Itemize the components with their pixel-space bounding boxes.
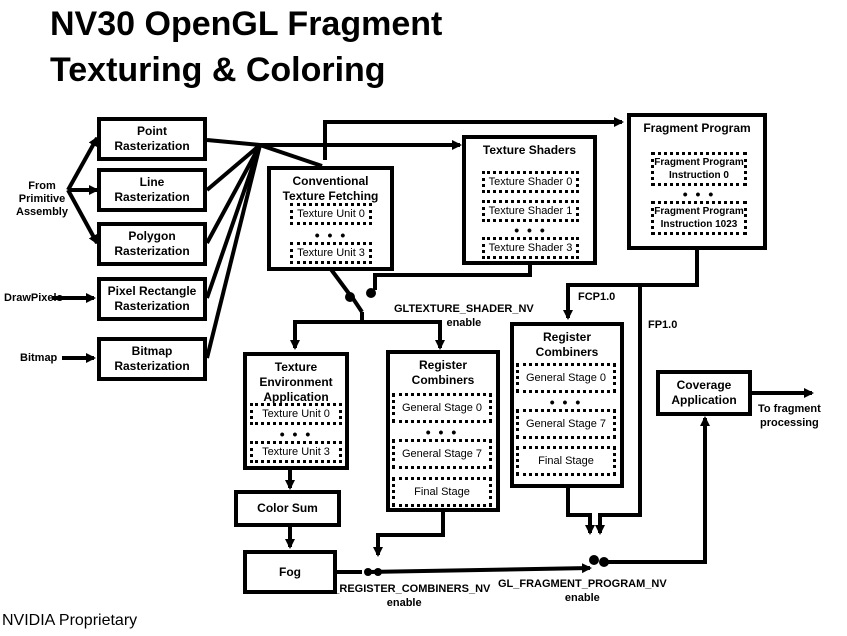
- fragment-program-enable-label: GL_FRAGMENT_PROGRAM_NV enable: [498, 578, 667, 604]
- left-general-stage-0: General Stage 0: [392, 393, 492, 423]
- right-general-stage-0: General Stage 0: [516, 363, 616, 393]
- texture-shaders-ellipsis: • • •: [514, 222, 547, 238]
- fragment-program-instruction-0: Fragment Program Instruction 0: [651, 152, 747, 186]
- conventional-texture-unit-3: Texture Unit 3: [290, 242, 372, 264]
- conventional-texture-unit-0: Texture Unit 0: [290, 203, 372, 225]
- right-general-stage-7: General Stage 7: [516, 409, 616, 439]
- to-fragment-processing-label: To fragment processing: [758, 403, 821, 429]
- texture-env-ellipsis: • • •: [279, 426, 313, 442]
- polygon-rasterization-box: Polygon Rasterization: [97, 222, 207, 266]
- bitmap-rasterization-box: Bitmap Rasterization: [97, 337, 207, 381]
- line-rasterization-box: Line Rasterization: [97, 168, 207, 212]
- texture-shader-0: Texture Shader 0: [482, 171, 579, 193]
- pixel-rectangle-rasterization-box: Pixel Rectangle Rasterization: [97, 277, 207, 321]
- fragment-program-ellipsis: • • •: [682, 186, 716, 202]
- bitmap-label: Bitmap: [20, 352, 58, 364]
- texture-shader-1: Texture Shader 1: [482, 200, 579, 222]
- texture-env-unit-3: Texture Unit 3: [250, 441, 342, 463]
- conventional-ellipsis: • • •: [314, 227, 348, 243]
- title-line-1: NV30 OpenGL Fragment: [50, 5, 443, 43]
- register-combiners-enable-label: GL_REGISTER_COMBINERS_NV enable: [318, 583, 491, 609]
- right-final-stage: Final Stage: [516, 446, 616, 476]
- conventional-title: Conventional Texture Fetching: [282, 174, 379, 203]
- left-final-stage: Final Stage: [392, 477, 492, 507]
- fragment-program-title: Fragment Program: [643, 121, 751, 135]
- fragment-program-instruction-1023: Fragment Program Instruction 1023: [651, 201, 747, 235]
- texture-env-unit-0: Texture Unit 0: [250, 403, 342, 425]
- color-sum-box: Color Sum: [234, 490, 341, 527]
- texture-environment-title: Texture Environment Application: [259, 360, 333, 404]
- title-line-2: Texturing & Coloring: [50, 51, 386, 89]
- coverage-application-box: Coverage Application: [656, 370, 752, 416]
- fog-box: Fog: [243, 550, 337, 594]
- fp-path-label: FP1.0: [648, 319, 678, 331]
- from-primitive-label: From Primitive Assembly: [16, 180, 68, 218]
- fcp-path-label: FCP1.0: [578, 291, 616, 303]
- register-combiners-left-title: Register Combiners: [411, 358, 475, 387]
- point-rasterization-box: Point Rasterization: [97, 117, 207, 161]
- texture-shader-enable-label: GLTEXTURE_SHADER_NV enable: [394, 303, 534, 329]
- footer-text: NVIDIA Proprietary: [2, 612, 138, 629]
- drawpixels-label: DrawPixels: [4, 292, 63, 304]
- left-general-stage-7: General Stage 7: [392, 439, 492, 469]
- diagram-title: NV30 OpenGL Fragment Texturing & Colorin…: [50, 2, 442, 92]
- register-combiners-right-title: Register Combiners: [535, 330, 599, 359]
- texture-shader-3: Texture Shader 3: [482, 237, 579, 259]
- texture-shaders-title: Texture Shaders: [482, 143, 577, 157]
- right-stages-ellipsis: • • •: [549, 394, 583, 410]
- left-stages-ellipsis: • • •: [425, 424, 459, 440]
